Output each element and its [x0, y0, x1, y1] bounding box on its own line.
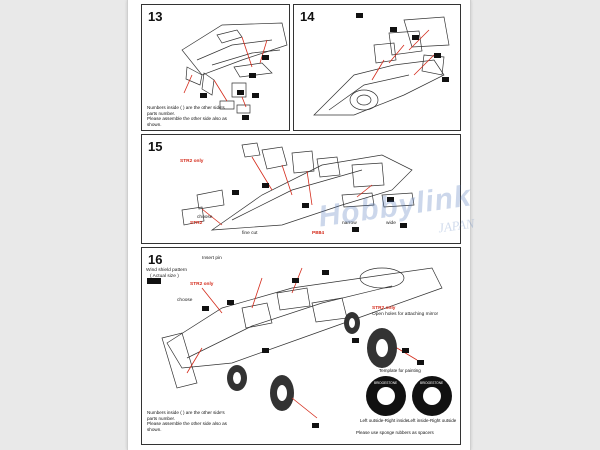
str2-only-label: STR2 only — [180, 159, 204, 164]
tyre-template-right: BRIDGESTONE — [412, 376, 452, 416]
left-outside-caption: Left outside-Right inside — [360, 418, 409, 423]
actual-size-label: ( Actual size ) — [150, 274, 179, 279]
step-14-drawing — [313, 13, 450, 116]
left-inside-caption: Left inside-Right outside — [408, 418, 457, 423]
step-number: 15 — [148, 139, 163, 154]
wind-shield-pattern-label: Wind shield pattern — [146, 268, 188, 273]
tyre-brand: BRIDGESTONE — [374, 381, 398, 385]
step-number: 14 — [300, 9, 315, 24]
narrow-label: narrow — [342, 221, 357, 226]
choose-label: choose — [197, 215, 213, 220]
step-15-drawing — [181, 142, 415, 232]
step-16-panel: 16 — [141, 247, 461, 445]
step-number: 16 — [148, 252, 163, 267]
tyre-hub — [377, 387, 395, 405]
instruction-sheet: 13 — [127, 0, 475, 450]
str2-label: STR2 — [190, 221, 203, 226]
mirror-note-label: Open holes for attaching mirror — [372, 312, 439, 317]
choose-label: choose — [177, 298, 193, 303]
step-16-drawing — [147, 267, 443, 428]
step-13-drawing — [181, 22, 288, 120]
tyre-template-left: BRIDGESTONE — [366, 376, 406, 416]
fine-cut-label: fine cut — [242, 231, 258, 236]
step-16-note: Numbers inside ( ) are the other side's … — [147, 410, 227, 432]
pb84-label: PB84 — [312, 231, 324, 236]
step-number: 13 — [148, 9, 163, 24]
insert-pin-label: Insert pin — [202, 256, 222, 261]
wide-label: wide — [386, 221, 396, 226]
template-title: Template for painting — [379, 368, 421, 373]
spacers-note: Please use sponge rubbers as spacers — [356, 430, 434, 435]
str2-only-label: STR2 only — [190, 282, 214, 287]
tyre-brand: BRIDGESTONE — [420, 381, 444, 385]
step-13-panel: 13 — [141, 4, 290, 131]
step-14-panel: 14 — [293, 4, 461, 131]
step-13-note: Numbers inside ( ) are the other side's … — [147, 105, 227, 127]
tyre-hub — [423, 387, 441, 405]
step-15-panel: 15 — [141, 134, 461, 244]
str2-only-label: STR2 only — [372, 306, 396, 311]
